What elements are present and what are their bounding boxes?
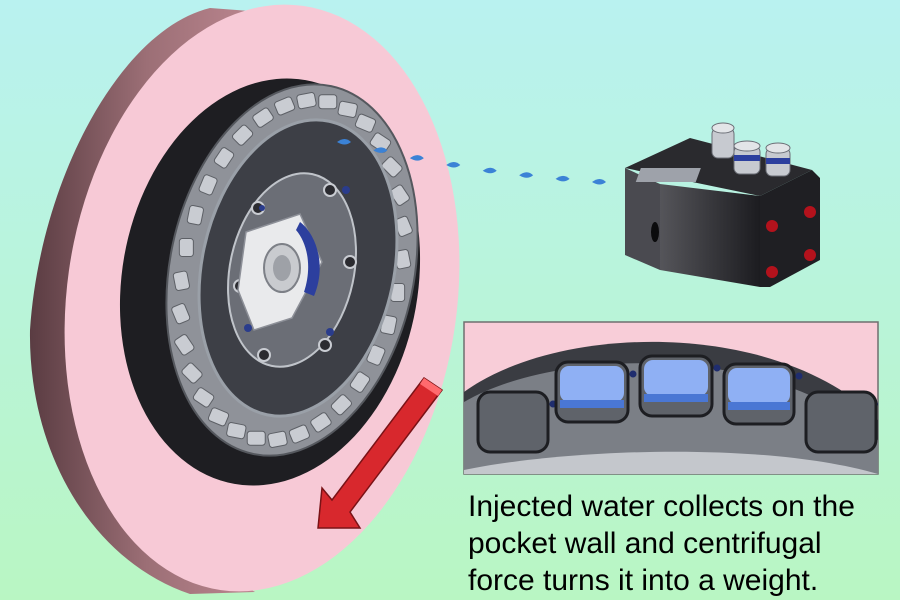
wheel-pocket bbox=[192, 387, 215, 408]
wheel-pocket bbox=[318, 94, 338, 110]
wheel-pocket bbox=[274, 96, 296, 116]
wheel-pocket bbox=[171, 303, 191, 325]
wheel-pocket bbox=[381, 156, 403, 178]
wheel-pocket bbox=[252, 107, 274, 128]
wheel-pocket bbox=[186, 204, 204, 226]
water-drop bbox=[373, 147, 388, 153]
caption-text: Injected water collects on the pocket wa… bbox=[468, 488, 893, 599]
rotation-arrow bbox=[317, 376, 444, 529]
inset-water-layer bbox=[644, 394, 708, 402]
water-drop bbox=[409, 155, 424, 161]
pump-fittings bbox=[635, 122, 791, 182]
inset-water-layer bbox=[560, 400, 624, 408]
inset-collected-water bbox=[728, 368, 790, 404]
water-drop bbox=[482, 167, 497, 174]
wheel-pocket bbox=[181, 362, 203, 384]
caption-line-3: force turns it into a weight. bbox=[468, 564, 819, 597]
wheel-pocket bbox=[213, 147, 235, 169]
wheel-pocket bbox=[267, 430, 288, 448]
wheel-pocket bbox=[174, 334, 195, 356]
pockets bbox=[171, 92, 413, 448]
pump-red-screws bbox=[766, 206, 816, 278]
wheel-pocket bbox=[198, 174, 218, 196]
inset-pocket bbox=[804, 390, 878, 454]
inset-bolt bbox=[795, 372, 803, 380]
wheel-pocket bbox=[178, 238, 194, 258]
inset-collected-water bbox=[644, 360, 708, 396]
wheel-pocket bbox=[226, 422, 247, 440]
wheel-pocket bbox=[354, 113, 377, 133]
inset-bottom-rim bbox=[464, 451, 878, 474]
shaft-blue-part bbox=[296, 222, 320, 296]
wheel-pocket bbox=[366, 344, 386, 366]
inset-collected-water bbox=[560, 366, 624, 402]
wheel-pocket bbox=[310, 412, 332, 433]
pump-front bbox=[660, 184, 760, 287]
water-drops bbox=[337, 139, 606, 185]
water-injector-pump bbox=[625, 122, 820, 287]
wheel-pocket bbox=[349, 371, 371, 393]
water-drop bbox=[555, 175, 570, 182]
wheel-pocket bbox=[246, 430, 266, 446]
inset-pocket bbox=[476, 390, 550, 454]
water-drop bbox=[592, 179, 606, 185]
wheel-pocket bbox=[288, 424, 310, 444]
pump-side bbox=[625, 168, 660, 270]
caption-line-1: Injected water collects on the bbox=[468, 490, 855, 523]
wheel-pocket bbox=[207, 407, 230, 427]
shaft-bore-inner bbox=[273, 255, 291, 281]
pump-top bbox=[625, 138, 812, 196]
wheel-pocket bbox=[337, 100, 358, 118]
inset-water-layer bbox=[728, 402, 790, 410]
water-drop bbox=[337, 139, 351, 145]
wheel-pocket bbox=[172, 270, 191, 291]
wheel bbox=[29, 4, 460, 594]
water-drop bbox=[519, 172, 534, 178]
caption-line-2: pocket wall and centrifugal bbox=[468, 527, 822, 560]
inset-bolt bbox=[877, 402, 878, 406]
wheel-pocket bbox=[330, 394, 352, 416]
inset-pockets bbox=[476, 354, 878, 454]
water-drop bbox=[446, 161, 461, 168]
rotation-arrow-highlight bbox=[420, 378, 442, 396]
inset-detail-view bbox=[463, 321, 879, 475]
pump-mount-hole bbox=[651, 222, 659, 242]
rotation-arrow-shape bbox=[317, 376, 444, 529]
inset-bolt bbox=[713, 364, 721, 372]
wheel-pocket bbox=[232, 124, 254, 146]
inset-bolt bbox=[629, 370, 637, 378]
wheel-pocket bbox=[296, 92, 317, 110]
